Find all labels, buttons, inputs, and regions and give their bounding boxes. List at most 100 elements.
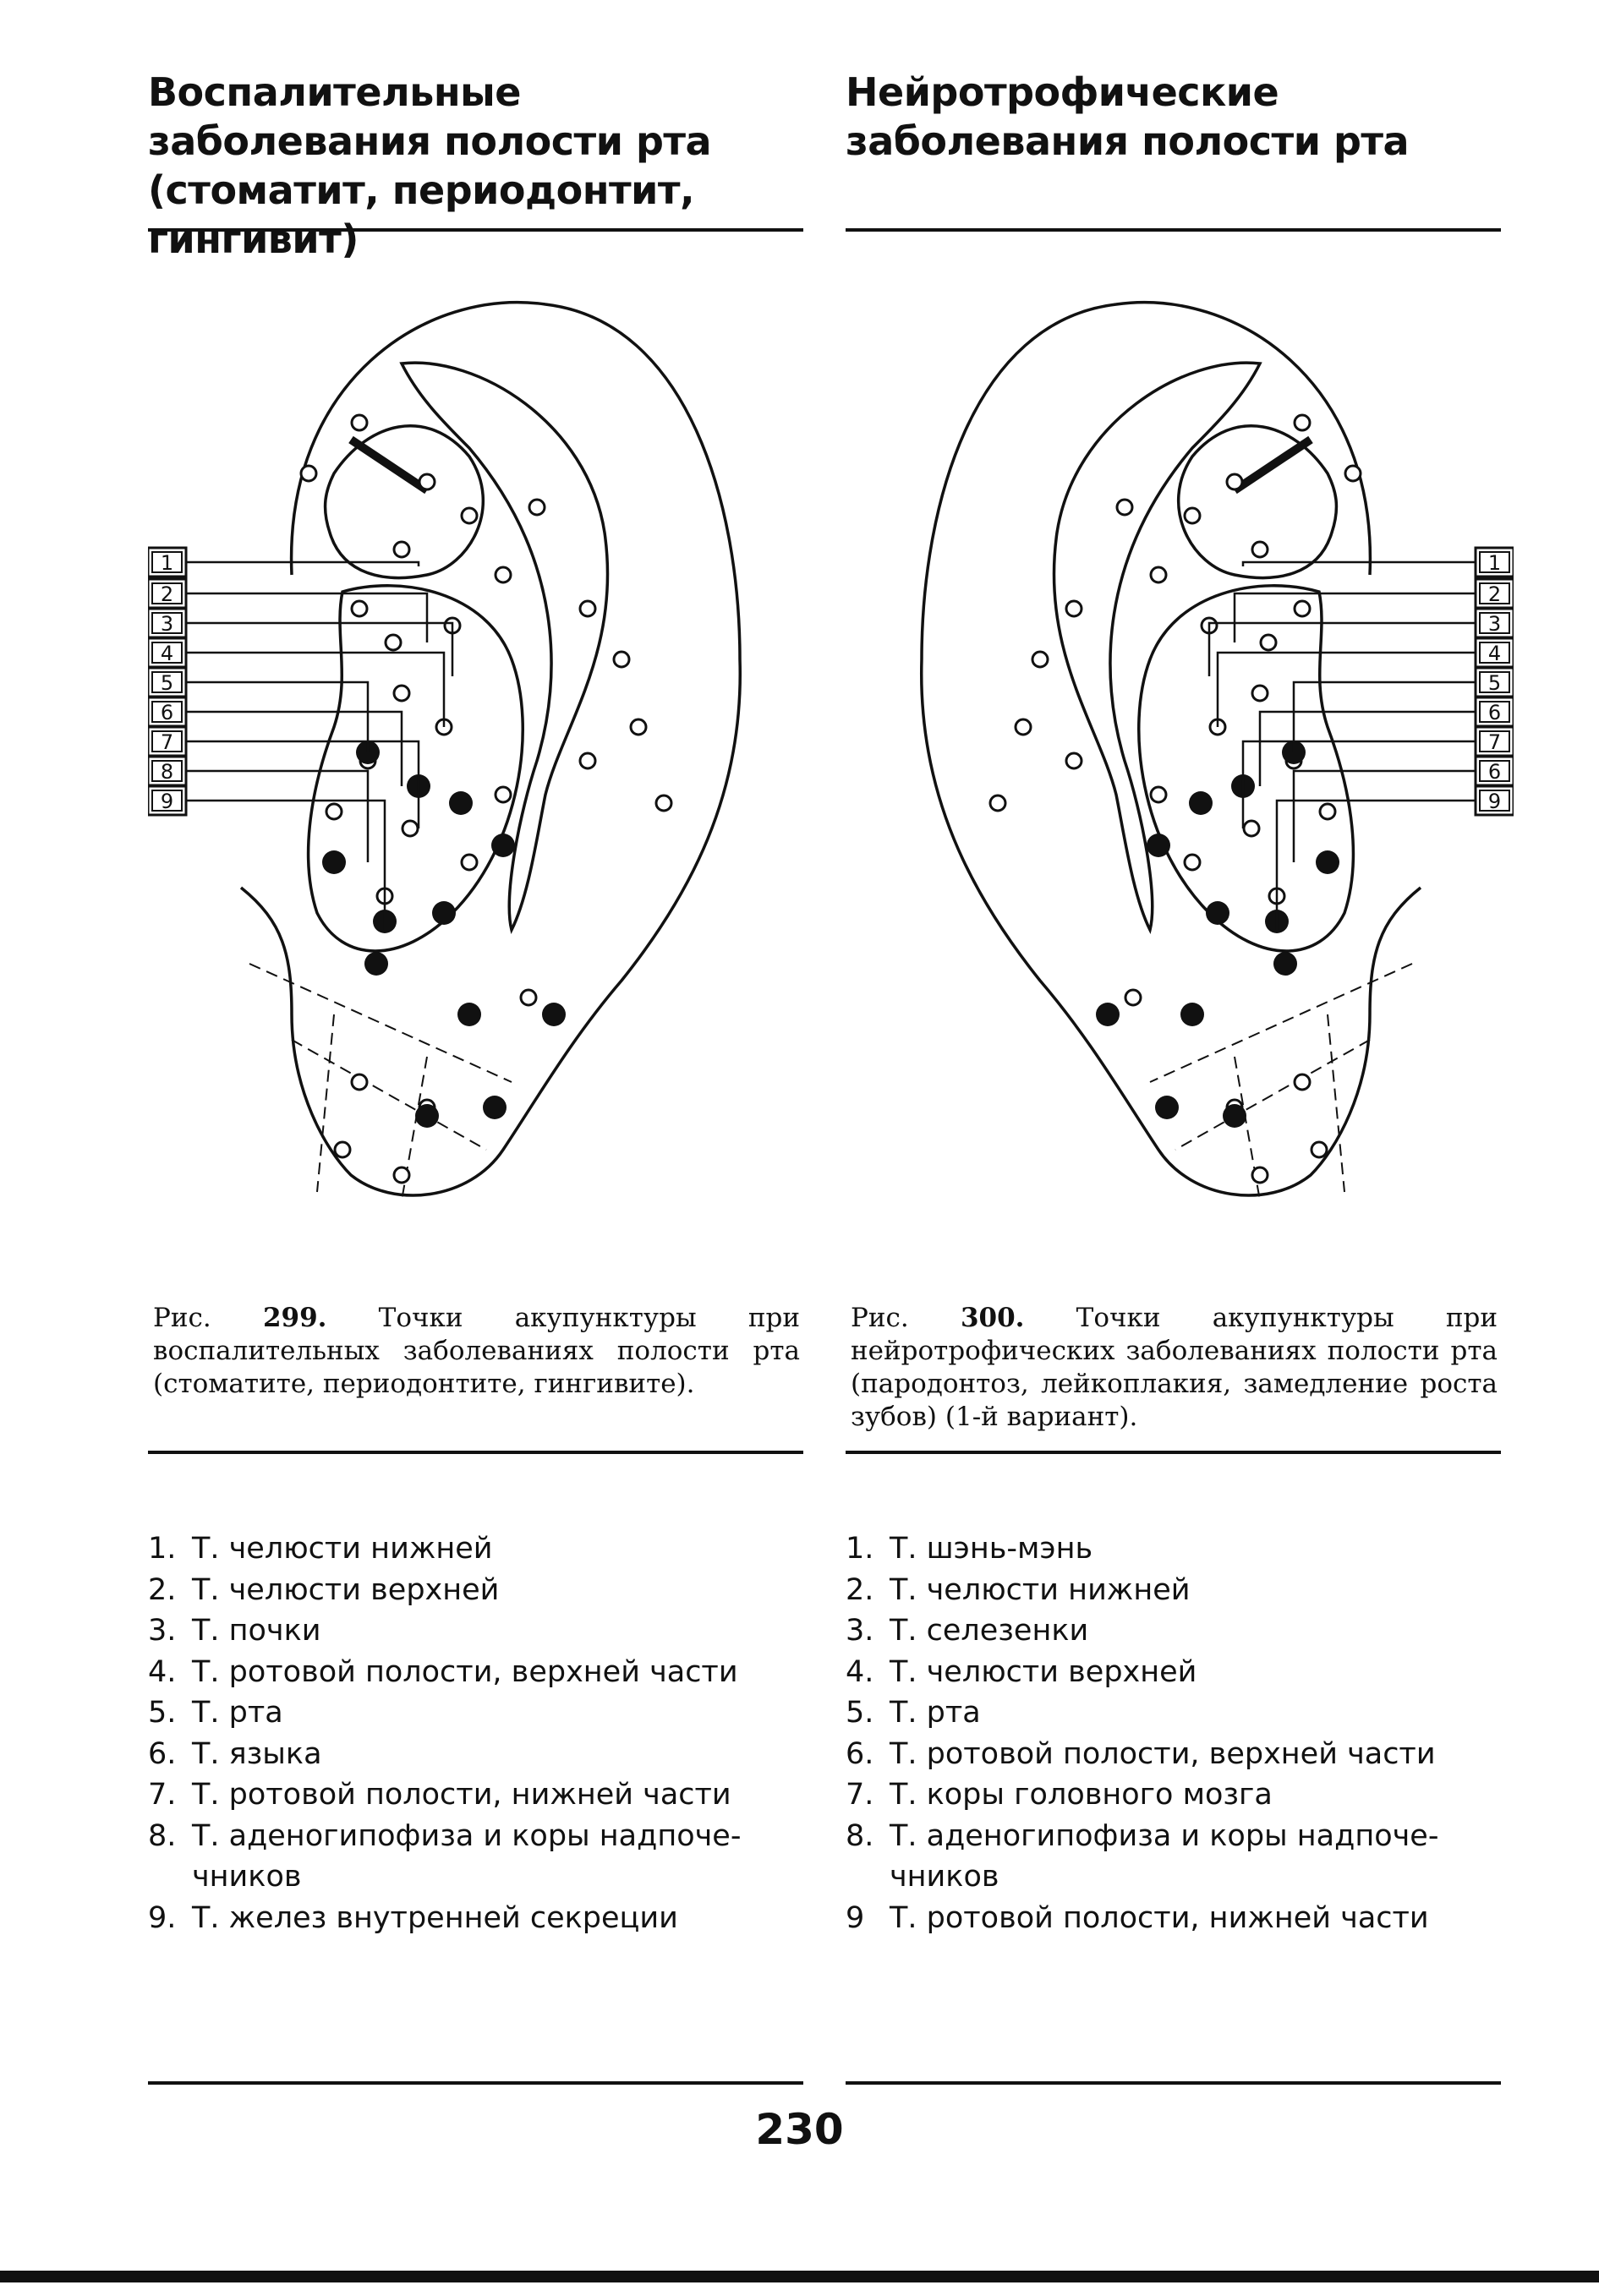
open-point xyxy=(1293,1073,1312,1091)
legend-item: 1.Т. шэнь-мэнь xyxy=(846,1528,1514,1570)
lobe-grid-line xyxy=(249,963,512,1083)
left-caption: Рис. 299. Точки акупунктуры при воспалит… xyxy=(153,1302,800,1401)
leader-line xyxy=(1292,681,1476,752)
legend-item: 3.Т. почки xyxy=(148,1610,816,1652)
leader-line xyxy=(1233,592,1476,642)
legend-item-text: Т. ротовой полости, нижней части xyxy=(192,1778,731,1812)
legend-item-text: Т. челюсти верхней xyxy=(890,1654,1197,1689)
lobe-grid-line xyxy=(1149,963,1413,1083)
legend-item-text: Т. коры головного мозга xyxy=(890,1778,1273,1812)
open-point xyxy=(1183,506,1202,525)
open-point xyxy=(1149,785,1168,804)
leader-line xyxy=(1207,621,1476,676)
label-box-number: 3 xyxy=(1488,612,1501,636)
filled-point xyxy=(1189,791,1213,815)
triangular-fossa xyxy=(1176,424,1339,580)
leader-line xyxy=(1292,769,1476,862)
legend-item-number: 8. xyxy=(846,1818,874,1853)
legend-item-text: Т. желез внутренней секреции xyxy=(192,1900,678,1935)
filled-point xyxy=(364,952,388,976)
label-box-number: 4 xyxy=(1488,642,1501,665)
open-point xyxy=(1293,413,1312,432)
legend-item: 6. Т. ротовой полости, верхней части xyxy=(846,1734,1514,1775)
open-point xyxy=(988,794,1007,812)
open-point xyxy=(1065,599,1083,618)
open-point xyxy=(350,413,369,432)
label-box-number: 5 xyxy=(1488,671,1501,695)
legend-item-text: Т. селезенки xyxy=(890,1614,1089,1648)
legend-item: 1.Т. челюсти нижней xyxy=(148,1528,816,1570)
right-caption-number: 300. xyxy=(960,1303,1025,1333)
filled-point xyxy=(542,1003,566,1026)
legend-item-text: Т. аденогипофиза и коры надпоче- чников xyxy=(192,1818,742,1894)
legend-item-text: Т. рта xyxy=(192,1696,283,1730)
open-point xyxy=(333,1140,352,1159)
left-heading: Воспалительные заболевания полости рта (… xyxy=(148,69,712,262)
legend-item-text: Т. челюсти верхней xyxy=(192,1572,500,1607)
label-box-number: 9 xyxy=(1488,790,1501,813)
label-box-number: 2 xyxy=(1488,582,1501,606)
label-box-inner xyxy=(1479,582,1510,604)
open-point xyxy=(1149,566,1168,584)
leader-line xyxy=(186,560,420,566)
label-box-inner xyxy=(1479,760,1510,782)
leader-line xyxy=(1258,710,1476,786)
label-box-inner xyxy=(151,642,183,664)
label-box-inner xyxy=(1479,612,1510,634)
label-box-inner xyxy=(151,551,183,573)
label-box-inner xyxy=(151,612,183,634)
legend-item-number: 2. xyxy=(846,1572,874,1607)
legend-item-number: 1. xyxy=(846,1532,874,1566)
lobe-grid-line xyxy=(316,1014,335,1193)
filled-point xyxy=(457,1003,481,1026)
open-point xyxy=(1251,1166,1269,1184)
lobe-grid-line xyxy=(291,1039,487,1151)
label-box-number: 6 xyxy=(1488,760,1501,784)
open-point xyxy=(1065,752,1083,770)
legend-item: 4. Т. челюсти верхней xyxy=(846,1652,1514,1693)
leader-line xyxy=(186,681,370,752)
legend-item-number: 4. xyxy=(148,1654,177,1689)
legend-item-number: 6. xyxy=(846,1736,874,1771)
triangular-fossa xyxy=(323,424,485,580)
open-point xyxy=(299,464,318,483)
open-point xyxy=(384,633,402,652)
label-box-inner xyxy=(151,671,183,693)
filled-point xyxy=(449,791,473,815)
legend-item-number: 7. xyxy=(148,1778,177,1812)
leader-line xyxy=(1275,799,1476,930)
concha xyxy=(306,584,524,953)
label-box-number: 7 xyxy=(1488,730,1501,754)
legend-item-text: Т. ротовой полости, верхней части xyxy=(890,1736,1436,1771)
open-point xyxy=(578,599,597,618)
filled-point xyxy=(432,901,456,925)
legend-item-number: 5. xyxy=(148,1696,177,1730)
right-caption: Рис. 300. Точки акупунктуры при нейротро… xyxy=(851,1302,1498,1434)
filled-point xyxy=(1147,834,1170,857)
bold-bar xyxy=(348,435,430,495)
antihelix-fold xyxy=(399,361,610,935)
label-box-inner xyxy=(1479,730,1510,752)
leader-line xyxy=(1216,651,1476,727)
label-box-inner xyxy=(1479,642,1510,664)
antihelix-fold xyxy=(1052,361,1262,935)
open-point xyxy=(1251,540,1269,559)
label-box-inner xyxy=(151,582,183,604)
legend-item-number: 4. xyxy=(846,1654,874,1689)
legend-item-number: 9. xyxy=(148,1900,177,1935)
legend-item-text: Т. языка xyxy=(192,1736,322,1771)
left-mid-rule xyxy=(148,1451,803,1454)
left-bottom-rule xyxy=(148,2081,803,2085)
open-point xyxy=(1318,802,1337,821)
legend-item: 8. Т. аденогипофиза и коры надпоче- чнико… xyxy=(148,1816,816,1898)
legend-item: 2.Т. челюсти верхней xyxy=(148,1570,816,1611)
open-point xyxy=(1310,1140,1328,1159)
label-box-inner xyxy=(151,790,183,812)
open-point xyxy=(325,802,343,821)
open-point xyxy=(1225,473,1244,491)
legend-item-number: 8. xyxy=(148,1818,177,1853)
open-point xyxy=(1115,498,1134,517)
label-box-inner xyxy=(151,701,183,723)
